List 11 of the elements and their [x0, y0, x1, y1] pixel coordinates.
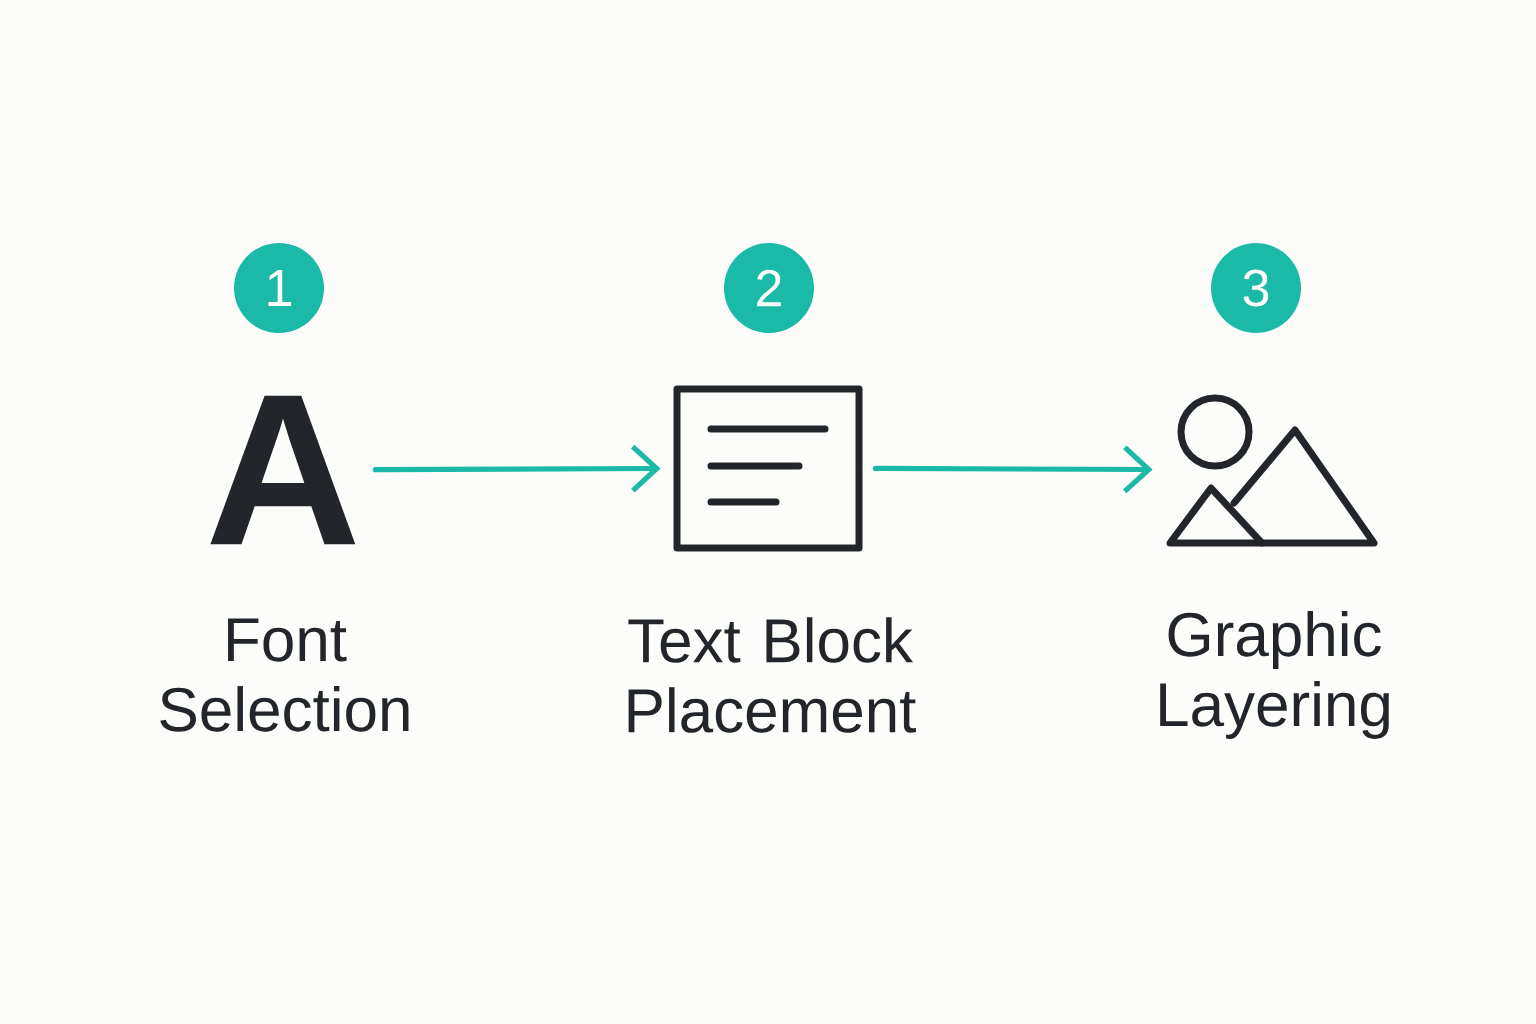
step-label: Graphic Layering [1160, 611, 1389, 739]
step-label: Font Selection [160, 618, 409, 732]
step-label: Text Block Placement [628, 617, 916, 733]
step-number: 2 [724, 243, 814, 333]
arrow [372, 444, 661, 493]
document-drawing [673, 385, 863, 552]
step-number: 3 [1211, 243, 1301, 333]
letter-icon: A [210, 395, 356, 545]
arrow [872, 445, 1153, 494]
step-number: 1 [234, 243, 324, 333]
image-drawing [1166, 394, 1378, 547]
